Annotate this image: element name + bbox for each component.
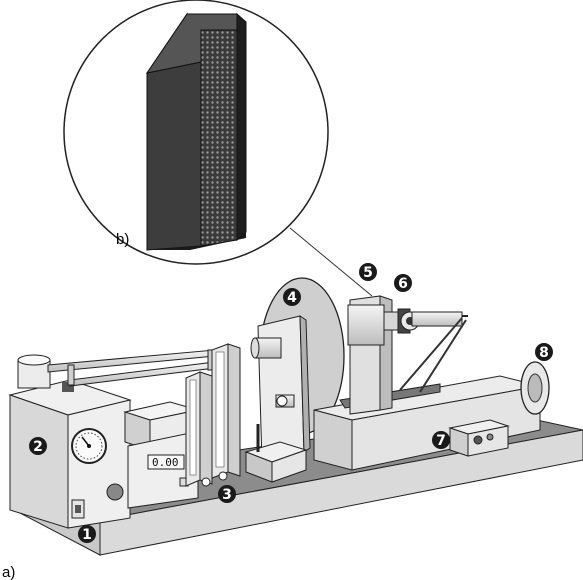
inset-magnifier: [63, 0, 373, 297]
svg-text:2: 2: [33, 439, 43, 455]
svg-text:7: 7: [436, 433, 446, 449]
panel-label-a: a): [2, 564, 15, 580]
marker-5: 5: [359, 263, 377, 281]
pressure-gauge: [71, 428, 107, 464]
camera-assembly: [347, 295, 468, 415]
outlet-fan: [520, 361, 550, 415]
svg-text:4: 4: [287, 290, 297, 306]
svg-text:8: 8: [539, 345, 549, 361]
marker-1: 1: [78, 525, 96, 543]
disc-holder: [244, 277, 345, 483]
control-knob[interactable]: [106, 483, 124, 501]
flowmeters: [185, 343, 241, 487]
svg-text:3: 3: [222, 487, 232, 503]
svg-text:1: 1: [82, 527, 92, 543]
marker-6: 6: [394, 274, 412, 292]
marker-4: 4: [283, 288, 301, 306]
marker-3: 3: [218, 485, 236, 503]
digital-display: [147, 454, 185, 470]
panel-label-b: b): [116, 231, 129, 248]
pump-box: [448, 419, 510, 457]
blower-box: [8, 354, 132, 529]
display-readout: 0.00: [152, 456, 179, 469]
marker-7: 7: [432, 431, 450, 449]
filter-cartridge: [145, 12, 247, 251]
marker-8: 8: [535, 343, 553, 361]
marker-2: 2: [29, 437, 47, 455]
svg-text:6: 6: [398, 276, 408, 292]
svg-text:5: 5: [363, 265, 373, 281]
